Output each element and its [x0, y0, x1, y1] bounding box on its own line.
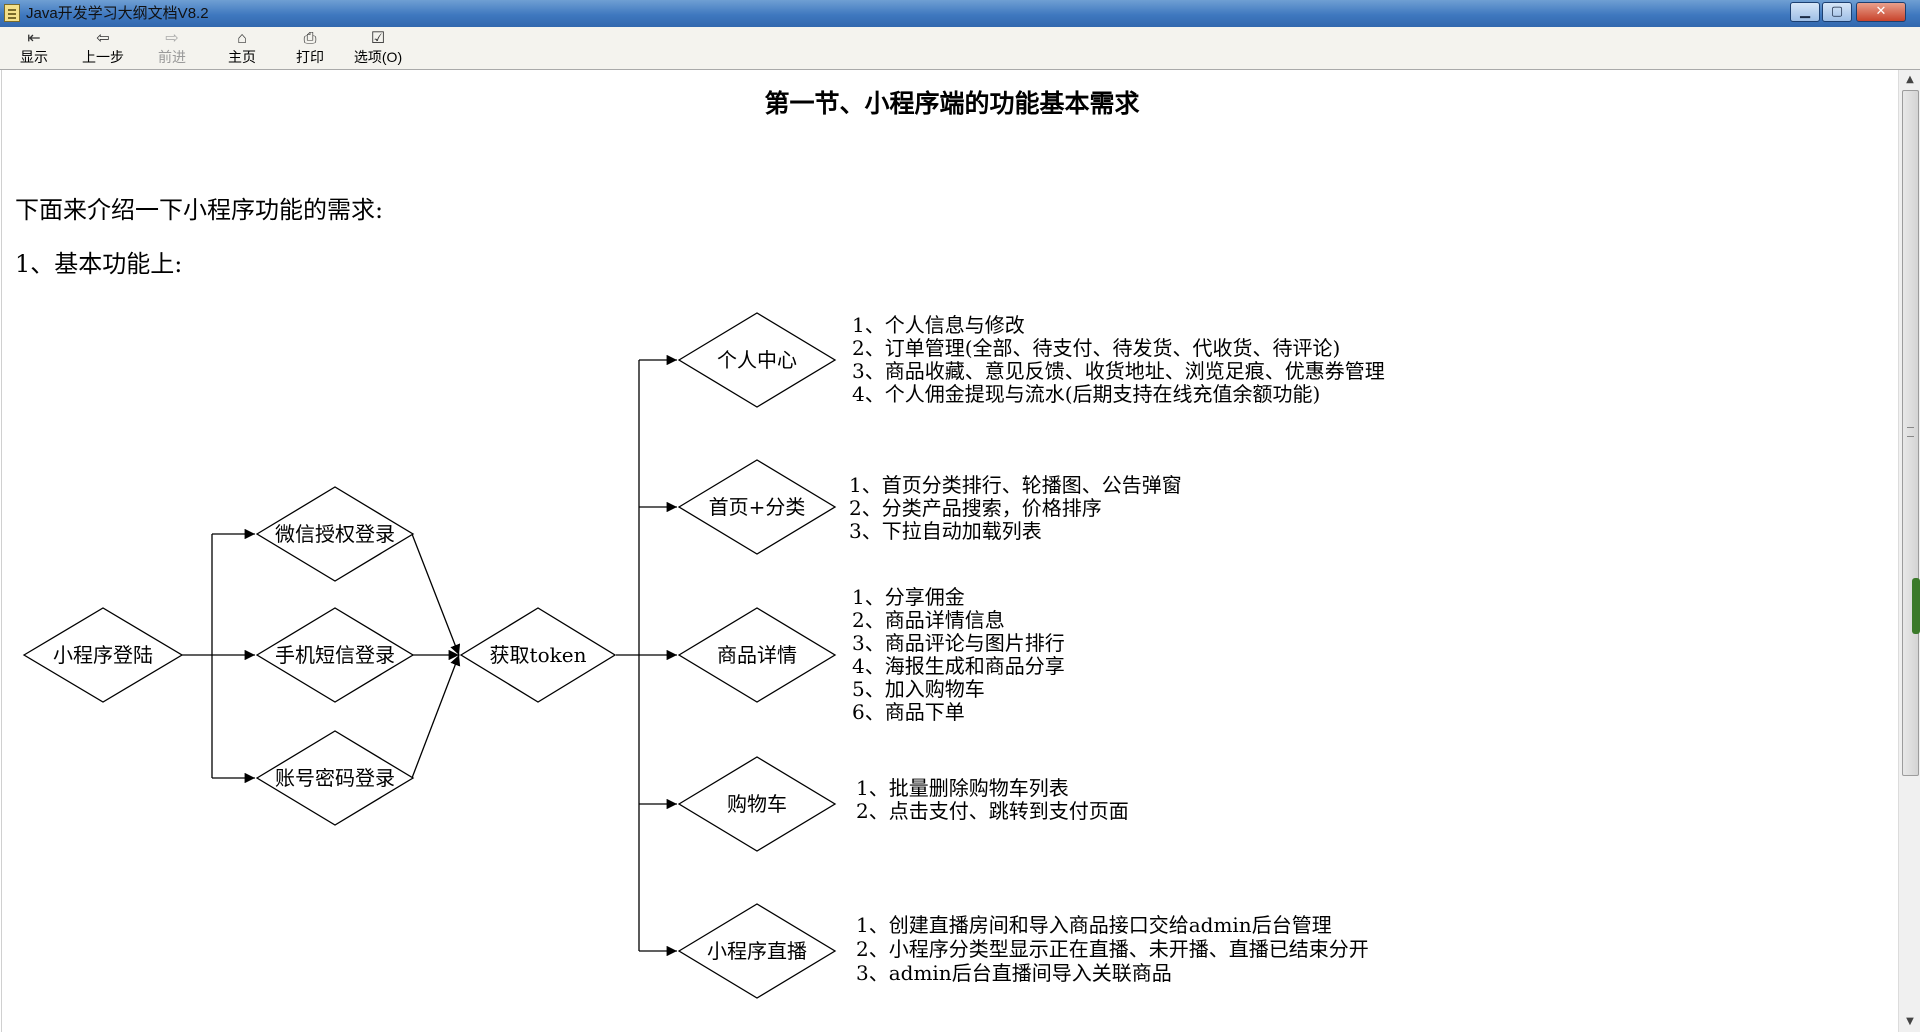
toolbar-label: 主页: [228, 49, 256, 65]
window-title: Java开发学习大纲文档V8.2: [26, 5, 209, 22]
start-node: 小程序登陆: [22, 607, 184, 703]
requirement-item: 1、首页分类排行、轮播图、公告弹窗: [849, 473, 1182, 497]
module-node-personal-center: 个人中心: [677, 312, 837, 408]
close-button[interactable]: ✕: [1856, 2, 1906, 22]
module-node-home-category: 首页+分类: [677, 459, 837, 555]
login-node-sms: 手机短信登录: [255, 607, 415, 703]
requirement-item: 2、商品详情信息: [852, 608, 1005, 632]
requirement-item: 4、个人佣金提现与流水(后期支持在线充值余额功能): [852, 382, 1320, 406]
node-label: 手机短信登录: [275, 643, 395, 667]
scroll-up-arrow-icon[interactable]: ▲: [1906, 74, 1914, 85]
options-icon: ☑: [370, 30, 386, 47]
node-label: 首页+分类: [709, 495, 806, 519]
token-node: 获取token: [459, 607, 617, 703]
connector-arrow: [411, 533, 461, 656]
connector-arrow: [411, 654, 461, 779]
home-button[interactable]: ⌂ 主页: [222, 29, 262, 67]
grip-icon: [1907, 427, 1914, 437]
connector-group: [182, 354, 677, 957]
module-node-live-stream: 小程序直播: [677, 903, 837, 999]
toolbar-label: 前进: [158, 49, 186, 65]
intro-text: 下面来介绍一下小程序功能的需求:: [15, 196, 384, 224]
requirements-home-category: 1、首页分类排行、轮播图、公告弹窗 2、分类产品搜索，价格排序 3、下拉自动加载…: [849, 473, 1182, 543]
home-icon: ⌂: [237, 30, 247, 47]
login-node-password: 账号密码登录: [255, 730, 415, 826]
forward-arrow-icon: ⇨: [165, 30, 179, 47]
requirement-item: 3、商品评论与图片排行: [852, 631, 1065, 655]
node-label: 账号密码登录: [275, 766, 395, 790]
maximize-button[interactable]: ▢: [1822, 2, 1852, 22]
toolbar-label: 上一步: [82, 49, 124, 65]
hide-pane-icon: ⇤: [27, 30, 41, 47]
title-bar[interactable]: Java开发学习大纲文档V8.2 ▁ ▢ ✕: [0, 0, 1920, 27]
hide-button[interactable]: ⇤ 显示: [14, 29, 54, 67]
module-node-product-detail: 商品详情: [677, 607, 837, 703]
requirement-item: 2、点击支付、跳转到支付页面: [856, 799, 1129, 823]
toolbar-label: 选项(O): [353, 49, 403, 65]
requirements-product-detail: 1、分享佣金 2、商品详情信息 3、商品评论与图片排行 4、海报生成和商品分享 …: [852, 585, 1065, 724]
print-button[interactable]: ⎙ 打印: [290, 29, 330, 67]
subheading-basic-functions: 1、基本功能上:: [15, 250, 183, 278]
requirement-item: 3、admin后台直播间导入关联商品: [856, 961, 1172, 985]
node-label: 微信授权登录: [275, 522, 395, 546]
requirement-item: 1、个人信息与修改: [852, 313, 1025, 337]
node-label: 个人中心: [717, 348, 797, 372]
requirements-flowchart: 小程序登陆 微信授权登录 手机短信登录 账号密码登录 获取token 个人中心 …: [22, 312, 1385, 999]
scroll-down-arrow-icon[interactable]: ▼: [1906, 1016, 1914, 1027]
requirements-live-stream: 1、创建直播房间和导入商品接口交给admin后台管理 2、小程序分类型显示正在直…: [856, 913, 1369, 985]
node-label: 商品详情: [717, 643, 797, 667]
requirement-item: 2、分类产品搜索，价格排序: [849, 496, 1102, 520]
requirement-item: 3、商品收藏、意见反馈、收货地址、浏览足痕、优惠券管理: [852, 359, 1385, 383]
toolbar: ⇤ 显示 ⇦ 上一步 ⇨ 前进 ⌂ 主页 ⎙ 打印 ☑ 选项(O): [0, 27, 1920, 70]
requirement-item: 2、小程序分类型显示正在直播、未开播、直播已结束分开: [856, 937, 1369, 961]
document-title: 第一节、小程序端的功能基本需求: [764, 89, 1140, 118]
document-pane[interactable]: 第一节、小程序端的功能基本需求 下面来介绍一下小程序功能的需求: 1、基本功能上…: [1, 70, 1899, 1032]
login-node-wechat: 微信授权登录: [255, 486, 415, 582]
app-document-icon: [4, 4, 20, 22]
module-node-shopping-cart: 购物车: [677, 756, 837, 852]
requirement-item: 1、批量删除购物车列表: [856, 776, 1069, 800]
requirement-item: 3、下拉自动加载列表: [849, 519, 1042, 543]
side-indicator: [1912, 578, 1920, 634]
requirements-personal-center: 1、个人信息与修改 2、订单管理(全部、待支付、待发货、代收货、待评论) 3、商…: [852, 313, 1385, 406]
node-label: 获取token: [490, 643, 587, 667]
minimize-button[interactable]: ▁: [1790, 2, 1820, 22]
scroll-thumb[interactable]: [1902, 90, 1919, 776]
node-label: 小程序直播: [707, 939, 807, 963]
back-arrow-icon: ⇦: [96, 30, 110, 47]
requirement-item: 2、订单管理(全部、待支付、待发货、代收货、待评论): [852, 336, 1340, 360]
requirements-shopping-cart: 1、批量删除购物车列表 2、点击支付、跳转到支付页面: [856, 776, 1129, 823]
node-label: 购物车: [727, 792, 787, 816]
back-button[interactable]: ⇦ 上一步: [78, 29, 128, 67]
requirement-item: 4、海报生成和商品分享: [852, 654, 1065, 678]
requirement-item: 6、商品下单: [852, 700, 965, 724]
requirement-item: 5、加入购物车: [852, 677, 985, 701]
forward-button[interactable]: ⇨ 前进: [152, 29, 192, 67]
options-button[interactable]: ☑ 选项(O): [350, 29, 406, 67]
node-label: 小程序登陆: [53, 643, 153, 667]
printer-icon: ⎙: [303, 30, 317, 47]
vertical-scrollbar[interactable]: ▲ ▼: [1898, 70, 1920, 1032]
toolbar-label: 显示: [20, 49, 48, 65]
requirement-item: 1、创建直播房间和导入商品接口交给admin后台管理: [856, 913, 1332, 937]
requirement-item: 1、分享佣金: [852, 585, 965, 609]
toolbar-label: 打印: [296, 49, 324, 65]
